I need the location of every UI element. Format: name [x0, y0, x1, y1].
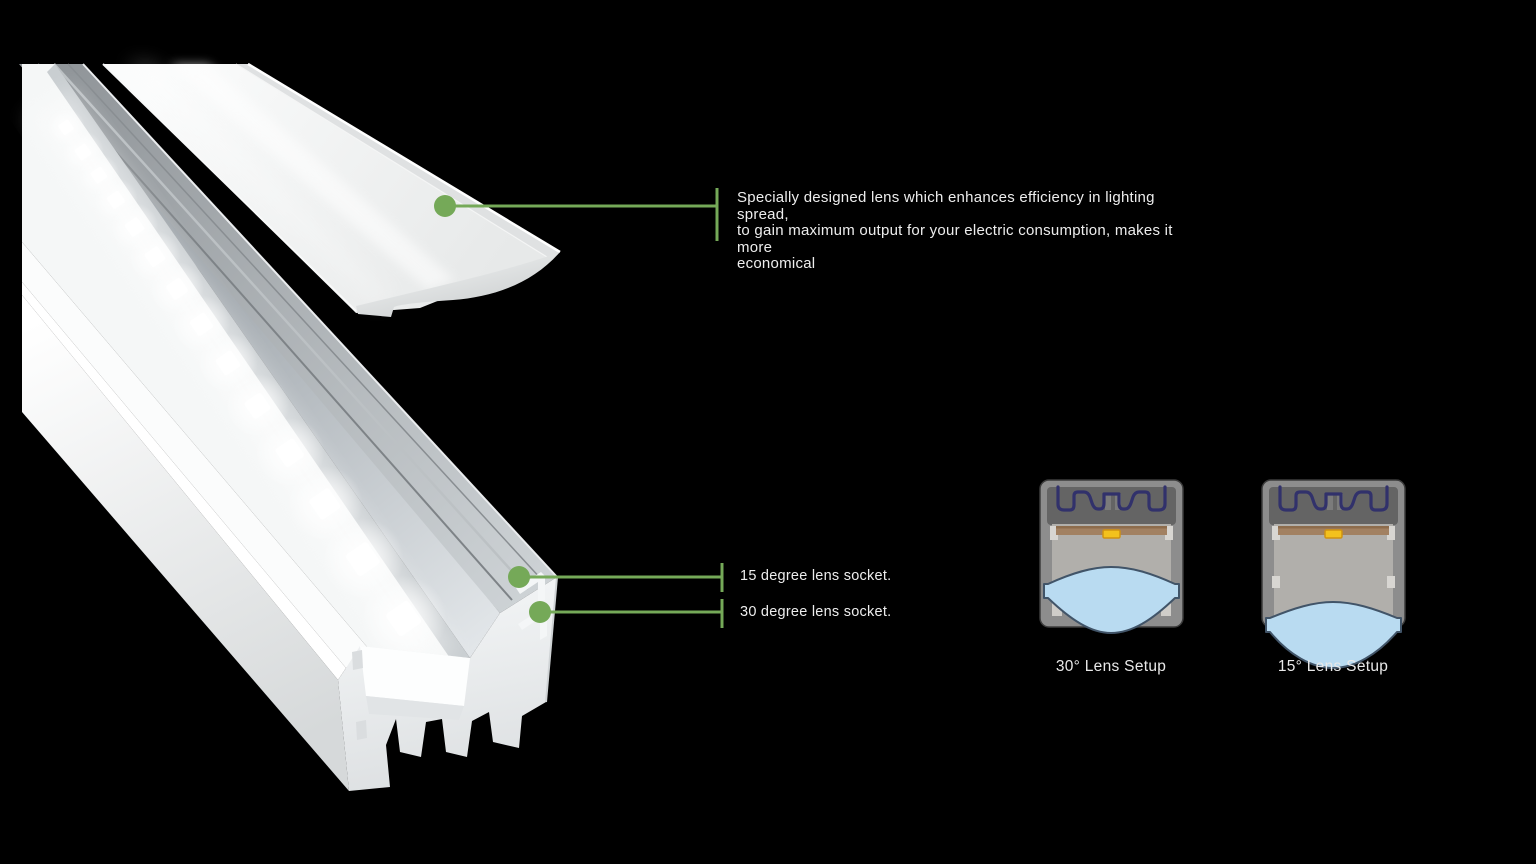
callout-lines — [434, 188, 724, 628]
callout-dot-15 — [508, 566, 530, 588]
diagram15-notch-right-2 — [1387, 576, 1395, 588]
diagram30-foot-left — [1052, 600, 1062, 616]
callout-dot-30 — [529, 601, 551, 623]
diagram15-notch-left — [1272, 526, 1280, 540]
lens-cover-3d — [102, 62, 561, 317]
callout-socket-15 — [508, 563, 724, 592]
callout-lens — [434, 188, 719, 241]
callout-dot-lens — [434, 195, 456, 217]
lens-cover-highlight — [170, 64, 455, 290]
lens-cover-end-face — [356, 252, 560, 317]
callout-socket-30 — [529, 599, 724, 628]
profile-left-wall-top-edge — [22, 282, 346, 680]
profile-inner-wall — [36, 64, 500, 658]
diagram-30-lens-setup — [1039, 479, 1184, 634]
led-strip — [27, 87, 456, 678]
diagram30-pcb-edge — [1056, 526, 1167, 529]
diagram-15-lens-setup — [1261, 479, 1406, 669]
led-profile-3d — [19, 63, 558, 791]
lens-cover-ridge-strip — [236, 64, 560, 257]
diagram30-foot-right — [1161, 600, 1171, 616]
profile-end-right-edge — [545, 576, 558, 703]
profile-end-tray-slab — [360, 646, 470, 706]
lens-cover-left-edge — [102, 63, 357, 312]
led-chips — [47, 108, 447, 662]
profile-end-tray-shadow — [366, 696, 464, 720]
lens-cover-ridge-line — [247, 62, 561, 254]
diagram15-tooth-1 — [1327, 494, 1333, 510]
profile-rail-groove-3 — [67, 63, 543, 581]
left-wall-notch-lower — [356, 720, 367, 740]
diagram30-mount-clip — [1056, 485, 1167, 512]
socket-30-label: 30 degree lens socket. — [740, 604, 892, 620]
diagram15-top-inset — [1269, 487, 1398, 525]
diagram15-notch-right — [1387, 526, 1395, 540]
profile-left-wall-outer — [22, 295, 349, 791]
socket-15-label: 15 degree lens socket. — [740, 568, 892, 584]
diagram15-pcb-edge — [1278, 526, 1389, 529]
diagram30-notch-right — [1165, 526, 1173, 540]
profile-rail-edge-highlight — [82, 63, 558, 578]
lens-note: Specially designed lens which enhances e… — [737, 189, 1207, 273]
left-wall-notch-upper — [352, 650, 363, 670]
diagram15-mount-clip — [1278, 485, 1389, 512]
diagram30-top-inset — [1047, 487, 1176, 525]
diagram30-notch-left — [1050, 526, 1058, 540]
lens-note-line-3: economical — [737, 255, 816, 273]
diagram15-lens — [1265, 601, 1402, 669]
setup-30-label: 30° Lens Setup — [1055, 658, 1167, 675]
lens-cover-highlight-2 — [128, 64, 392, 304]
lens-note-line-2: to gain maximum output for your electric… — [737, 222, 1173, 256]
diagram15-led — [1324, 529, 1343, 539]
diagram30-lens — [1043, 566, 1180, 634]
diagram30-led — [1102, 529, 1121, 539]
diagram30-tooth-1 — [1105, 494, 1111, 510]
profile-left-wall-inner — [22, 242, 368, 668]
diagram15-notch-left-2 — [1272, 576, 1280, 588]
lens-note-line-1: Specially designed lens which enhances e… — [737, 189, 1155, 223]
profile-rail-groove-2 — [53, 63, 529, 590]
socket-hook-15 — [516, 572, 545, 604]
profile-rail — [19, 64, 557, 613]
lens-cover-ridge-line-inner — [235, 63, 548, 258]
setup-15-label: 15° Lens Setup — [1277, 658, 1389, 675]
